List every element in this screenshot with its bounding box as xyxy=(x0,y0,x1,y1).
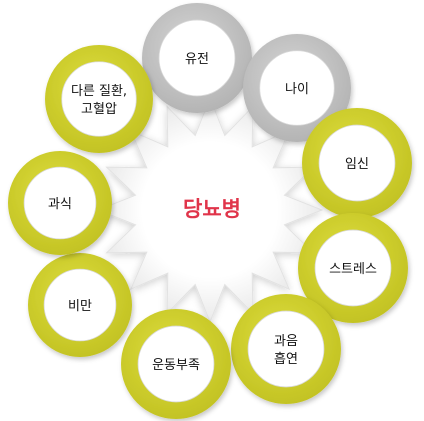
factor-label: 고혈압 xyxy=(81,102,117,117)
factor-label: 과음 xyxy=(274,334,298,349)
factor-inner-circle xyxy=(158,19,236,97)
factor-genetics: 유전 xyxy=(142,3,252,113)
factor-inner-circle xyxy=(247,310,325,388)
factor-label: 운동부족 xyxy=(152,358,200,373)
factor-inner-circle xyxy=(314,229,392,307)
factor-inner-circle xyxy=(61,61,137,137)
factor-label: 임신 xyxy=(345,157,369,172)
factor-label: 스트레스 xyxy=(329,262,377,277)
factor-inner-circle xyxy=(318,124,396,202)
factor-label: 다른 질환, xyxy=(71,84,127,99)
factor-no-exercise: 운동부족 xyxy=(121,309,231,419)
factor-label: 과식 xyxy=(48,197,72,212)
factor-inner-circle xyxy=(137,325,215,403)
factor-label: 비만 xyxy=(68,299,92,314)
factor-obesity: 비만 xyxy=(28,253,132,357)
factor-pregnancy: 임신 xyxy=(302,108,412,218)
factor-inner-circle xyxy=(259,50,335,126)
factor-label: 유전 xyxy=(185,52,209,67)
factor-disease: 다른 질환, 고혈압 xyxy=(45,45,153,153)
factor-inner-circle xyxy=(43,268,117,342)
factor-label: 흡연 xyxy=(274,352,298,367)
factor-stress: 스트레스 xyxy=(298,213,408,323)
factor-overeating: 과식 xyxy=(8,151,112,255)
factor-label: 나이 xyxy=(285,82,309,97)
center-disease-label: 당뇨병 xyxy=(183,197,241,221)
factor-age: 나이 xyxy=(243,34,351,142)
factor-inner-circle xyxy=(23,166,97,240)
